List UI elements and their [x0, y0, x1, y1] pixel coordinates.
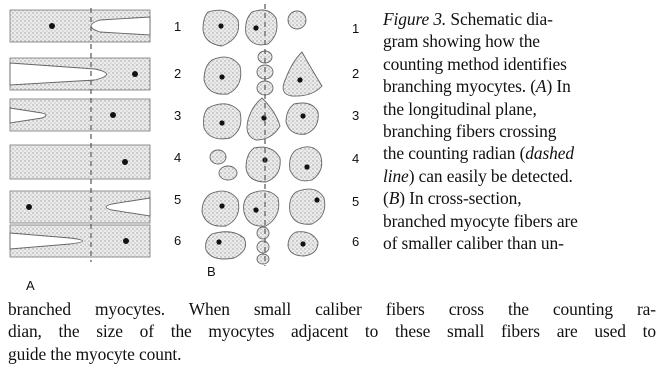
nucleus-a-2: [132, 71, 138, 77]
nucleus-a-6: [123, 238, 129, 244]
panel-b-row-label: 3: [352, 108, 359, 123]
caption-line: branching fibers crossing: [383, 121, 557, 142]
caption-text: branching myocytes. (: [383, 76, 536, 97]
panel-a-row-label: 6: [174, 233, 181, 248]
panel-ref-b: B: [388, 188, 400, 209]
figure-illustration: 1 2 3 4 5 6 1 2 3 4 5 6 A B: [9, 4, 359, 293]
branch-wedge-a-2: [9, 62, 107, 86]
caption-emphasis: dashed: [525, 143, 574, 164]
nucleus-a-3: [110, 112, 116, 118]
panel-b-label: B: [207, 264, 216, 279]
nucleus-a-1: [49, 23, 55, 29]
caption-line: guide the myocyte count.: [8, 343, 182, 364]
figure-label: Figure 3.: [383, 9, 447, 29]
panel-ref-a: A: [535, 76, 547, 97]
panel-b-row-label: 2: [352, 66, 359, 81]
nucleus-b-5-2: [253, 207, 259, 213]
caption-line: branched myocyte fibers are: [383, 210, 578, 231]
figure-caption-continued: branched myocytes. When small caliber fi…: [8, 298, 656, 365]
branch-wedge-a-3: [9, 107, 47, 124]
panel-a-row-label: 3: [174, 108, 181, 123]
myocyte-b-2-5: [282, 51, 323, 97]
myocyte-b-1-3: [287, 10, 307, 30]
caption-line: the counting radian (dashed: [383, 142, 657, 164]
caption-line: counting method identifies: [383, 53, 567, 74]
panel-a-row-label: 1: [174, 19, 181, 34]
nucleus-a-5: [26, 204, 32, 210]
branch-wedge-a-5: [105, 197, 151, 217]
caption-line: of smaller caliber than un-: [383, 233, 564, 254]
nucleus-b-3-3: [300, 113, 306, 119]
nucleus-b-1-2: [253, 25, 259, 31]
caption-text: ) can easily be detected.: [408, 165, 573, 186]
myocyte-b-4-4: [289, 146, 323, 182]
nucleus-b-2-1: [219, 74, 225, 80]
nucleus-b-2-2: [297, 77, 303, 83]
myocyte-b-4-1: [209, 149, 227, 165]
caption-text: ) In: [546, 76, 571, 97]
nucleus-b-1-1: [218, 23, 224, 29]
myocyte-b-4-2: [218, 165, 238, 181]
panel-a-row-label: 2: [174, 66, 181, 81]
panel-b-row-label: 5: [352, 194, 359, 209]
nucleus-b-5-1: [219, 203, 225, 209]
panel-b-row-label: 6: [352, 234, 359, 249]
panel-a-label: A: [26, 278, 35, 293]
nucleus-b-3-2: [261, 115, 267, 121]
nucleus-a-4: [122, 159, 128, 165]
myocyte-b-5-3: [289, 188, 326, 225]
myocyte-b-4-3: [245, 146, 281, 183]
panel-a-row-label: 4: [174, 150, 181, 165]
nucleus-b-6-2: [300, 241, 306, 247]
nucleus-b-3-1: [219, 120, 225, 126]
caption-line: (B) In cross-section,: [383, 187, 657, 209]
caption-emphasis: line: [383, 165, 409, 186]
panel-a: [9, 8, 151, 262]
caption-line: Figure 3. Schematic dia-: [383, 8, 657, 30]
panel-a-row-label: 5: [174, 192, 181, 207]
branch-wedge-a-6: [9, 232, 83, 250]
myocyte-b-6-3: [256, 240, 270, 254]
myocyte-b-6-1: [205, 231, 247, 260]
branch-wedge-a-1: [90, 16, 151, 36]
caption-text: ) In cross-section,: [399, 188, 522, 209]
myocyte-b-6-2: [256, 226, 270, 240]
caption-line: line) can easily be detected.: [383, 165, 657, 187]
fiber-a-4: [9, 144, 151, 180]
panel-b-row-label: 1: [352, 21, 359, 36]
caption-text: the counting radian (: [383, 143, 526, 164]
caption-text: Schematic dia-: [446, 9, 553, 29]
caption-text: (: [383, 188, 389, 209]
caption-line: the longitudinal plane,: [383, 98, 537, 119]
myocyte-b-1-2: [245, 9, 278, 46]
nucleus-b-6-1: [216, 239, 222, 245]
myocyte-b-5-1: [201, 190, 240, 227]
myocyte-b-3-3: [285, 102, 319, 135]
nucleus-b-5-3: [314, 197, 320, 203]
nucleus-b-4-2: [304, 164, 310, 170]
figure-caption: Figure 3. Schematic dia- gram showing ho…: [383, 8, 657, 254]
caption-line: branching myocytes. (A) In: [383, 75, 657, 97]
myocyte-b-6-4: [256, 253, 270, 265]
myocyte-b-5-2: [243, 190, 280, 227]
panel-b-row-label: 4: [352, 151, 359, 166]
panel-b: [201, 9, 326, 265]
caption-line: branched myocytes. When small caliber fi…: [8, 299, 656, 319]
caption-line: gram showing how the: [383, 31, 540, 52]
caption-line: dian, the size of the myocytes adjacent …: [8, 321, 656, 342]
